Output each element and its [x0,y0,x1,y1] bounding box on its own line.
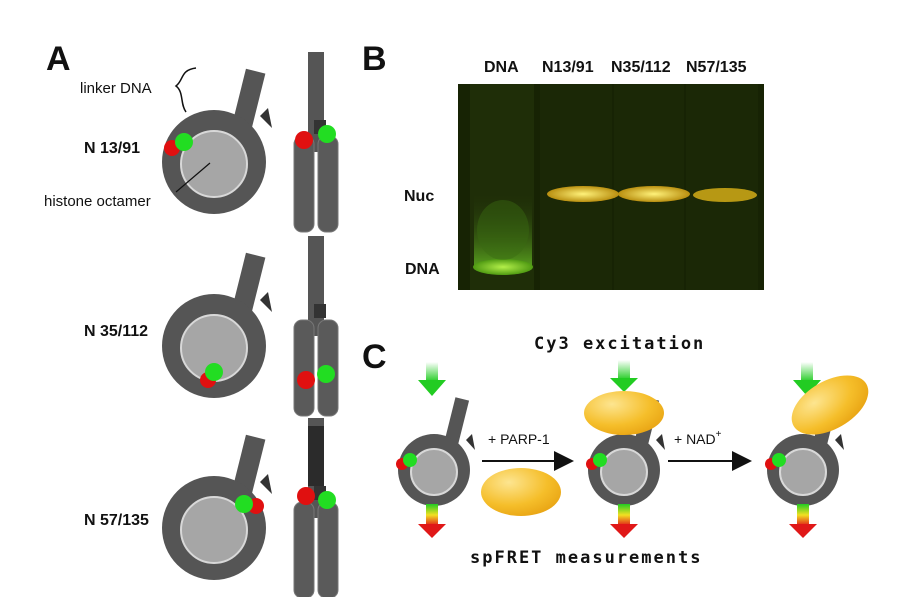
donor-dot [175,133,193,151]
lane-label-n35-112: N35/112 [611,59,671,76]
donor-dot [403,453,417,467]
band-free-dna [473,259,533,275]
lane-label-dna: DNA [484,59,519,76]
parp1-free [481,468,561,516]
donor-dot [593,453,607,467]
band-nuc-57-135 [693,188,757,202]
sample-label-57-135: N 57/135 [84,512,149,529]
donor-dot [205,363,223,381]
step-parp1-label: + PARP-1 [488,431,550,447]
donor-dot [318,491,336,509]
band-nuc-35-112 [618,186,690,202]
lane-label-n13-91: N13/91 [542,59,594,76]
donor-dot [235,495,253,513]
gel-image [458,84,764,290]
nucleosome-side-57-135 [294,418,338,597]
histone-octamer-label: histone octamer [44,193,151,210]
fret-arrow-1 [418,504,446,538]
nucleosome-front-13-91 [162,69,272,214]
excitation-arrow-1 [418,362,446,396]
parp1-released [782,363,879,447]
acceptor-dot [295,131,313,149]
linker-brace [176,68,196,112]
panel-label-b: B [362,40,387,78]
linker-dark-segment [308,426,324,486]
sample-label-13-91: N 13/91 [84,140,140,157]
donor-dot [772,453,786,467]
panel-label-c: C [362,338,387,376]
donor-dot [318,125,336,143]
panel-label-a: A [46,40,71,78]
linker-dna-label: linker DNA [80,80,152,97]
row-label-dna: DNA [405,261,440,278]
nad-superscript: + [716,429,722,440]
donor-dot [317,365,335,383]
spfret-label: spFRET measurements [470,548,702,568]
band-nuc-13-91 [547,186,619,202]
excitation-arrow-2 [610,360,638,392]
sample-label-35-112: N 35/112 [84,323,148,340]
row-label-nuc: Nuc [404,188,434,205]
acceptor-dot [297,487,315,505]
nucleosome-side-13-91 [294,52,338,232]
nucleosome-front-35-112 [162,253,272,398]
fret-arrow-2 [610,504,638,538]
step-nad-label: + NAD+ [674,429,722,447]
lane-label-n57-135: N57/135 [686,59,747,76]
acceptor-dot [297,371,315,389]
nucleosome-front-57-135 [162,435,272,580]
smear-glow [477,200,529,260]
nad-text: + NAD [674,431,716,447]
cy3-excitation-label: Cy3 excitation [534,334,705,354]
parp1-bound [584,391,664,435]
fret-arrow-3 [789,504,817,538]
nucleosome-side-35-112 [294,236,338,416]
nucleosome-c-1 [396,397,475,506]
